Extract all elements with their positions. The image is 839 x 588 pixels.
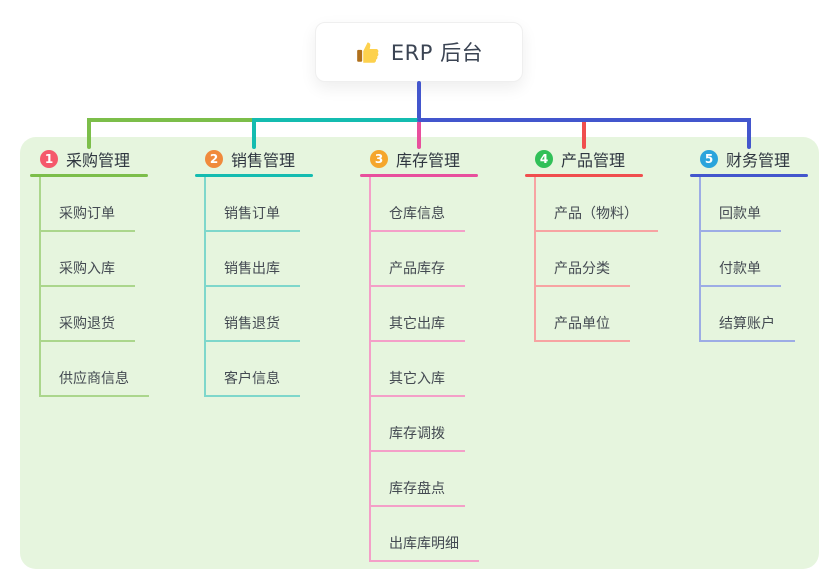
branch-header[interactable]: 2 销售管理 [195, 143, 355, 174]
leaf-node[interactable]: 产品分类 [536, 232, 658, 287]
leaf-node[interactable]: 结算账户 [701, 287, 795, 342]
leaf-label: 回款单 [701, 203, 781, 232]
branch-title: 财务管理 [726, 150, 791, 170]
branch-number-badge: 1 [40, 149, 58, 168]
branch-children: 销售订单 销售出库 销售退货 客户信息 [204, 177, 300, 397]
leaf-label: 销售退货 [206, 313, 300, 342]
leaf-label: 销售订单 [206, 203, 300, 232]
leaf-label: 供应商信息 [41, 368, 149, 397]
leaf-node[interactable]: 仓库信息 [371, 177, 479, 232]
leaf-node[interactable]: 产品库存 [371, 232, 479, 287]
leaf-label: 产品分类 [536, 258, 630, 287]
branch-title: 采购管理 [66, 150, 131, 170]
leaf-label: 库存调拨 [371, 423, 465, 452]
branch-title: 产品管理 [561, 150, 626, 170]
leaf-label: 销售出库 [206, 258, 300, 287]
leaf-node[interactable]: 产品（物料） [536, 177, 658, 232]
branch-underline [690, 174, 808, 177]
leaf-node[interactable]: 采购退货 [41, 287, 149, 342]
connector-right-segment [417, 118, 751, 122]
branch-children: 回款单 付款单 结算账户 [699, 177, 795, 342]
leaf-node[interactable]: 采购入库 [41, 232, 149, 287]
leaf-node[interactable]: 销售订单 [206, 177, 300, 232]
connector-mid-segment [252, 118, 419, 122]
branch-header[interactable]: 5 财务管理 [690, 143, 839, 174]
branch-number-badge: 5 [700, 149, 718, 168]
leaf-label: 产品（物料） [536, 203, 658, 232]
root-label: ERP 后台 [390, 41, 484, 65]
branch-connector-drop [252, 118, 256, 149]
branch-children: 仓库信息 产品库存 其它出库 其它入库 库存调拨 库存盘点 出库库明细 [369, 177, 479, 562]
leaf-node[interactable]: 其它出库 [371, 287, 479, 342]
branch-number: 4 [539, 151, 549, 166]
connector-left-segment [87, 118, 254, 122]
leaf-label: 库存盘点 [371, 478, 465, 507]
leaf-node[interactable]: 付款单 [701, 232, 795, 287]
branch-column: 1 采购管理 采购订单 采购入库 采购退货 供应商信息 [30, 143, 190, 397]
branch-column: 2 销售管理 销售订单 销售出库 销售退货 客户信息 [195, 143, 355, 397]
branch-number: 2 [209, 151, 219, 166]
leaf-node[interactable]: 供应商信息 [41, 342, 149, 397]
leaf-label: 付款单 [701, 258, 781, 287]
branch-connector-drop [747, 118, 751, 149]
leaf-label: 采购订单 [41, 203, 135, 232]
branch-children: 产品（物料） 产品分类 产品单位 [534, 177, 658, 342]
branch-underline [195, 174, 313, 177]
branch-connector-drop [417, 122, 421, 149]
leaf-node[interactable]: 库存调拨 [371, 397, 479, 452]
leaf-label: 其它出库 [371, 313, 465, 342]
leaf-node[interactable]: 销售出库 [206, 232, 300, 287]
branch-number-badge: 4 [535, 149, 553, 168]
leaf-label: 采购退货 [41, 313, 135, 342]
leaf-node[interactable]: 库存盘点 [371, 452, 479, 507]
thumbs-up-icon [355, 39, 381, 65]
leaf-label: 其它入库 [371, 368, 465, 397]
branch-header[interactable]: 4 产品管理 [525, 143, 685, 174]
leaf-node[interactable]: 回款单 [701, 177, 795, 232]
branch-children: 采购订单 采购入库 采购退货 供应商信息 [39, 177, 149, 397]
leaf-label: 采购入库 [41, 258, 135, 287]
branch-connector-drop [87, 118, 91, 149]
leaf-node[interactable]: 产品单位 [536, 287, 658, 342]
branch-underline [30, 174, 148, 177]
branch-number-badge: 2 [205, 149, 223, 168]
root-node[interactable]: ERP 后台 [315, 22, 523, 82]
branch-column: 4 产品管理 产品（物料） 产品分类 产品单位 [525, 143, 685, 342]
branch-number-badge: 3 [370, 149, 388, 168]
branch-underline [525, 174, 643, 177]
branch-number: 3 [374, 151, 384, 166]
branch-header[interactable]: 1 采购管理 [30, 143, 190, 174]
branch-number: 5 [704, 151, 714, 166]
branch-title: 库存管理 [396, 150, 461, 170]
leaf-node[interactable]: 其它入库 [371, 342, 479, 397]
leaf-node[interactable]: 销售退货 [206, 287, 300, 342]
leaf-label: 产品库存 [371, 258, 465, 287]
leaf-node[interactable]: 客户信息 [206, 342, 300, 397]
leaf-node[interactable]: 采购订单 [41, 177, 149, 232]
leaf-label: 客户信息 [206, 368, 300, 397]
leaf-label: 产品单位 [536, 313, 630, 342]
leaf-label: 仓库信息 [371, 203, 465, 232]
branch-column: 5 财务管理 回款单 付款单 结算账户 [690, 143, 839, 342]
branch-underline [360, 174, 478, 177]
branch-title: 销售管理 [231, 150, 296, 170]
leaf-label: 出库库明细 [371, 533, 479, 562]
branch-column: 3 库存管理 仓库信息 产品库存 其它出库 其它入库 库存调拨 库存盘点 出库库… [360, 143, 520, 562]
branch-header[interactable]: 3 库存管理 [360, 143, 520, 174]
branch-number: 1 [44, 151, 54, 166]
branches-panel: 1 采购管理 采购订单 采购入库 采购退货 供应商信息 2 销售管理 销售订单 … [20, 137, 819, 569]
leaf-node[interactable]: 出库库明细 [371, 507, 479, 562]
root-stem-line [417, 81, 421, 120]
branch-connector-drop [582, 122, 586, 149]
leaf-label: 结算账户 [701, 313, 795, 342]
